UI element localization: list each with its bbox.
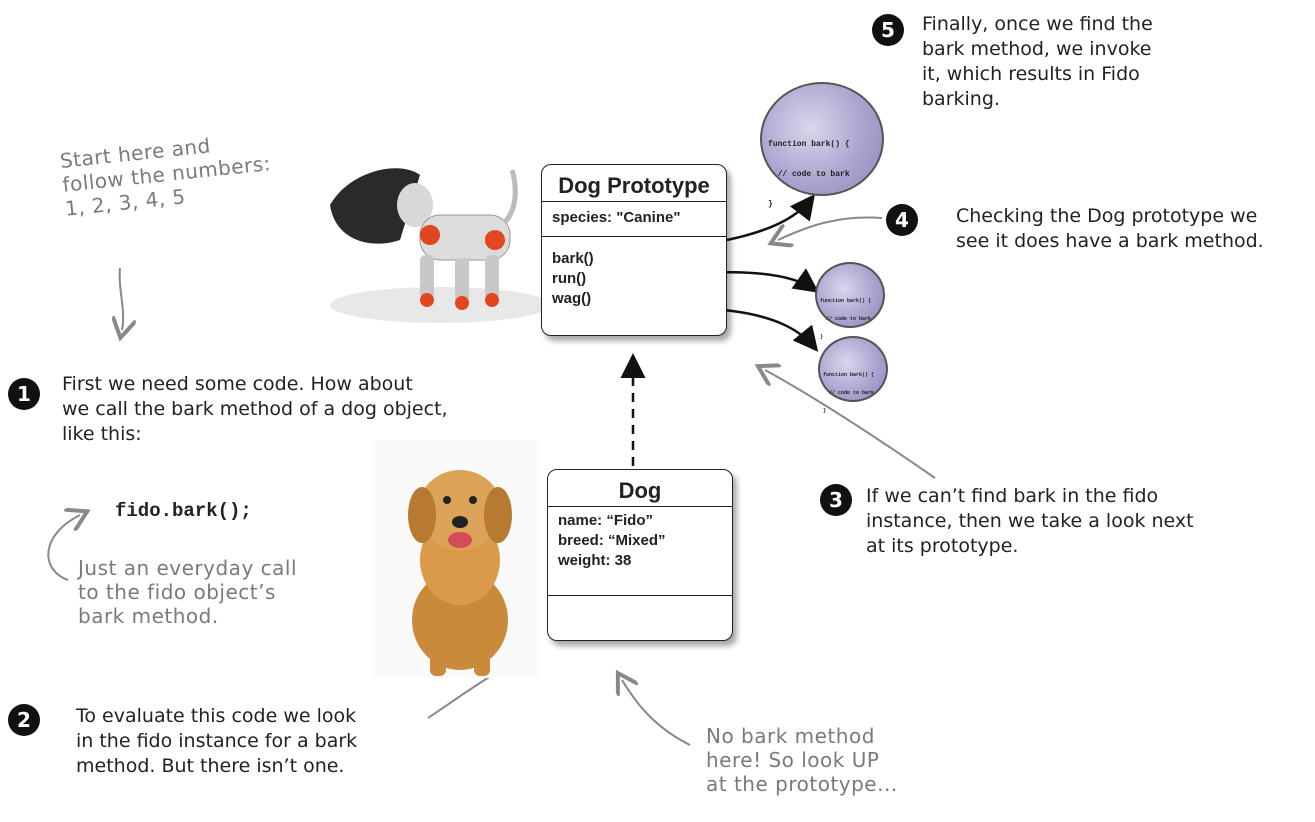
- instance-properties: name: “Fido” breed: “Mixed” weight: 38: [548, 507, 732, 595]
- code-note-line: bark method.: [78, 604, 219, 628]
- instance-note-line: at the prototype...: [706, 772, 898, 796]
- code-note-arrow: [47, 515, 80, 581]
- step-4-text: Checking the Dog prototype we see it doe…: [956, 204, 1264, 254]
- code-note-line: Just an everyday call: [78, 556, 297, 580]
- step-line: Finally, once we find the: [922, 13, 1153, 35]
- instance-note-line: No bark method: [706, 724, 875, 748]
- wag-function-blob: function bark() { // code to bark }: [818, 336, 888, 414]
- step-line: method. But there isn’t one.: [76, 755, 345, 777]
- prototype-methods: bark() run() wag(): [542, 237, 726, 309]
- step-line: see it does have a bark method.: [956, 230, 1264, 252]
- step-2-text: To evaluate this code we look in the fid…: [76, 704, 357, 779]
- blob-line: function bark() {: [820, 298, 872, 304]
- step-line: Checking the Dog prototype we: [956, 205, 1258, 227]
- step-2-badge: 2: [8, 704, 40, 736]
- step-line: at its prototype.: [866, 535, 1019, 557]
- step-line: instance, then we take a look next: [866, 510, 1194, 532]
- blob-line: }: [768, 200, 773, 209]
- start-arrow: [120, 267, 123, 330]
- step-1-badge: 1: [8, 378, 40, 410]
- blob-line: // code to bark: [768, 170, 850, 179]
- property-weight: weight: 38: [558, 552, 632, 569]
- dog-prototype-box: Dog Prototype species: "Canine" bark() r…: [541, 164, 727, 336]
- method-wag: wag(): [552, 290, 592, 307]
- property-breed: breed: “Mixed”: [558, 532, 666, 549]
- divider: [548, 595, 732, 596]
- instance-note: No bark method here! So look UP at the p…: [706, 724, 898, 796]
- blob-line: }: [820, 334, 824, 340]
- divider: [548, 506, 732, 507]
- code-note-line: to the fido object’s: [78, 580, 276, 604]
- method-bark: bark(): [552, 250, 594, 267]
- step-4-badge: 4: [886, 204, 918, 236]
- step-line: barking.: [922, 88, 1000, 110]
- step-line: like this:: [62, 423, 142, 445]
- blob-line: // code to bark: [823, 390, 875, 396]
- property-name: name: “Fido”: [558, 512, 654, 529]
- method-run: run(): [552, 270, 587, 287]
- code-snippet: fido.bark();: [115, 500, 252, 522]
- divider: [542, 236, 726, 237]
- blob-line: // code to bark: [820, 316, 872, 322]
- step-line: First we need some code. How about: [62, 373, 413, 395]
- dog-instance-box: Dog name: “Fido” breed: “Mixed” weight: …: [547, 469, 733, 641]
- step4-arrow: [778, 216, 883, 240]
- step-5-text: Finally, once we find the bark method, w…: [922, 12, 1153, 112]
- step-5-badge: 5: [872, 14, 904, 46]
- bark-function-blob: function bark() { // code to bark }: [760, 82, 884, 209]
- blob-line: }: [823, 408, 827, 414]
- divider: [542, 201, 726, 202]
- step-line: If we can’t find bark in the fido: [866, 485, 1159, 507]
- instance-note-line: here! So look UP: [706, 748, 880, 772]
- instance-title: Dog: [618, 478, 662, 503]
- step-line: we call the bark method of a dog object,: [62, 398, 448, 420]
- step-line: To evaluate this code we look: [76, 705, 357, 727]
- step-3-text: If we can’t find bark in the fido instan…: [866, 484, 1194, 559]
- instance-note-arrow: [622, 680, 691, 746]
- step-3-badge: 3: [820, 484, 852, 516]
- step3-arrow: [765, 370, 936, 479]
- step-1-text: First we need some code. How about we ca…: [62, 372, 448, 447]
- step-line: bark method, we invoke: [922, 38, 1152, 60]
- step-line: it, which results in Fido: [922, 63, 1140, 85]
- step-line: in the fido instance for a bark: [76, 730, 358, 752]
- blob-line: function bark() {: [823, 372, 875, 378]
- prototype-property: species: "Canine": [552, 209, 681, 226]
- code-note: Just an everyday call to the fido object…: [78, 556, 297, 628]
- prototype-title: Dog Prototype: [558, 173, 710, 198]
- run-function-blob: function bark() { // code to bark }: [815, 262, 885, 340]
- blob-line: function bark() {: [768, 140, 850, 149]
